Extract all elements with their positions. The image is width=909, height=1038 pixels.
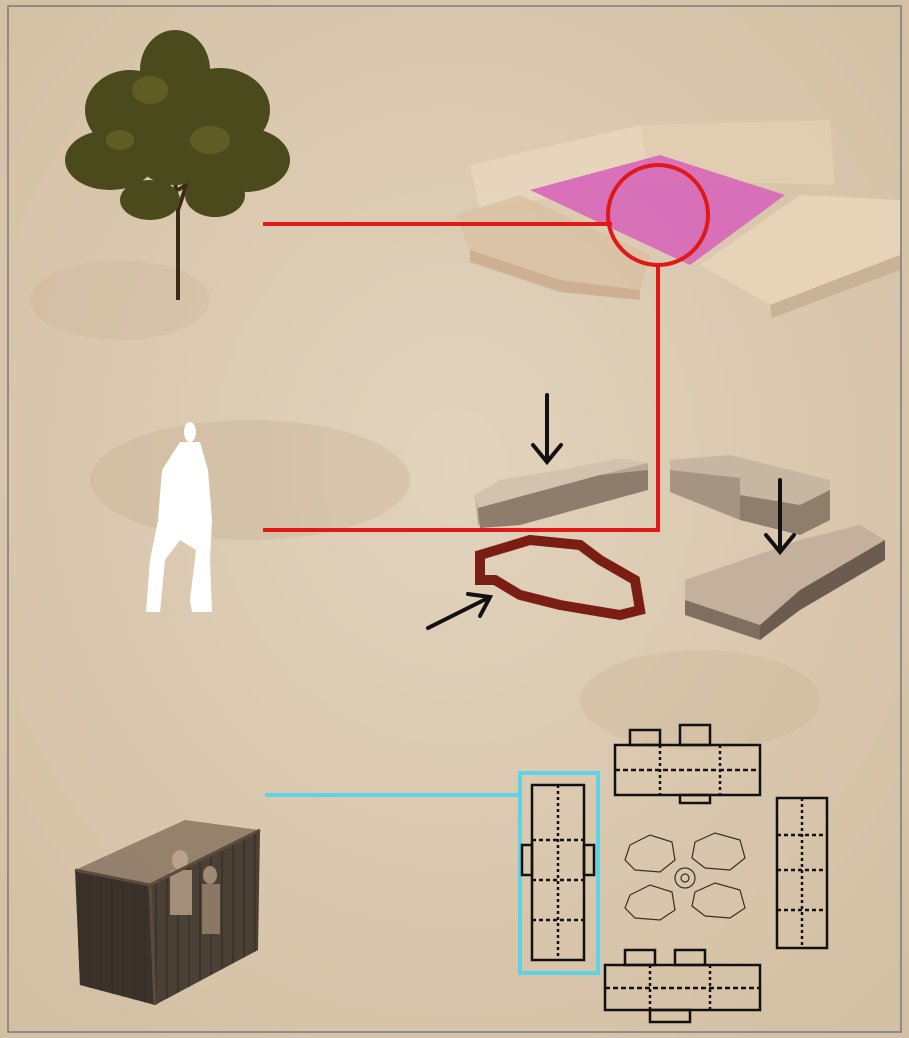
diagram-canvas [0,0,909,1038]
diagram-svg [0,0,909,1038]
